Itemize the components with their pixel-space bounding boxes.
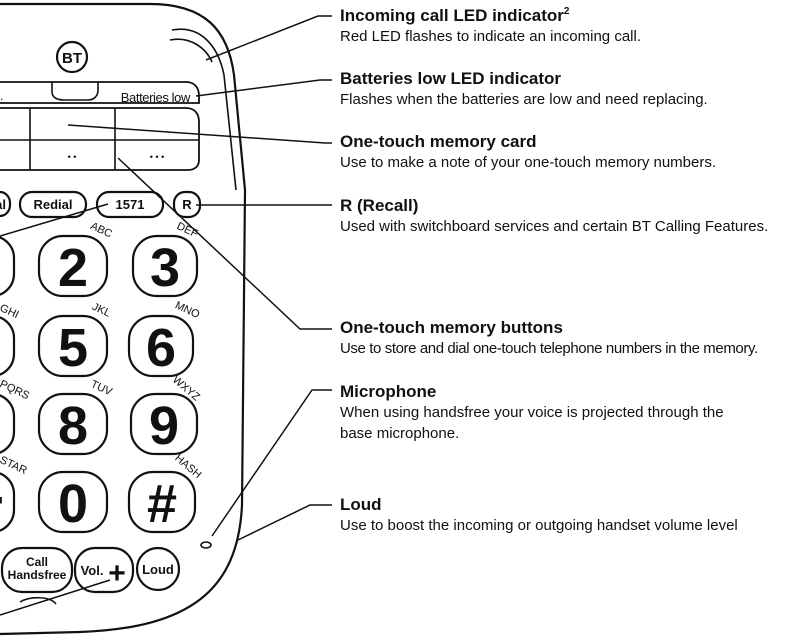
callout-microphone-title: Microphone xyxy=(340,382,437,401)
key-star-partial xyxy=(0,472,16,532)
key-6-digit[interactable]: 6 xyxy=(146,318,176,378)
star-letters: STAR xyxy=(0,454,29,477)
callout-recall-desc: Used with switchboard services and certa… xyxy=(340,218,769,235)
callout-memory-card-desc: Use to make a note of your one-touch mem… xyxy=(340,154,717,171)
phone-body-outline xyxy=(0,2,247,636)
display-notch xyxy=(51,82,99,101)
callout-recall-title: R (Recall) xyxy=(340,196,419,215)
code-button-outline xyxy=(95,190,165,219)
key-0-outline xyxy=(37,470,109,534)
key-9-outline xyxy=(129,392,199,456)
loud-button-outline xyxy=(135,546,181,592)
key-5-outline xyxy=(37,314,109,378)
key-3-digit[interactable]: 3 xyxy=(150,238,180,298)
memory-dots-left: • • xyxy=(68,152,77,162)
callout-memory-card-title: One-touch memory card xyxy=(340,132,537,151)
key-9-digit[interactable]: 9 xyxy=(149,396,179,456)
recall-button[interactable]: R xyxy=(182,197,192,212)
partial-button-outline xyxy=(0,190,12,218)
redial-button-outline xyxy=(18,190,88,219)
partial-button-label[interactable]: al xyxy=(0,197,6,212)
vol-plus-outline xyxy=(73,546,135,594)
leader-incoming-led xyxy=(205,15,332,61)
callout-loud-desc: Use to boost the incoming or outgoing ha… xyxy=(340,517,738,534)
key-7-partial xyxy=(0,394,16,454)
callout-incoming-led-title: Incoming call LED indicator xyxy=(340,6,564,25)
batteries-low-label: Batteries low xyxy=(121,90,191,105)
key-1-partial xyxy=(0,236,16,296)
callout-incoming-led-desc: Red LED flashes to indicate an incoming … xyxy=(340,28,641,45)
callout-memory-buttons-title: One-touch memory buttons xyxy=(340,318,563,337)
key-0-digit[interactable]: 0 xyxy=(58,474,88,534)
bt-logo-circle xyxy=(55,40,89,74)
callout-microphone: Microphone When using handsfree your voi… xyxy=(340,382,760,444)
vol-plus-sign[interactable]: + xyxy=(108,557,126,590)
leader-loud-2 xyxy=(237,504,332,541)
star-key-partial[interactable]: · xyxy=(0,476,7,525)
key-6-outline xyxy=(127,314,195,378)
code-1571-button[interactable]: 1571 xyxy=(116,197,145,212)
callout-incoming-led-footnote: 2 xyxy=(563,6,570,17)
key-5-digit[interactable]: 5 xyxy=(58,318,88,378)
leader-loud xyxy=(0,579,111,616)
key-hash-digit[interactable]: # xyxy=(147,474,177,534)
callout-microphone-desc: When using handsfree your voice is proje… xyxy=(340,404,724,442)
key-5-letters: JKL xyxy=(90,301,112,320)
loud-button[interactable]: Loud xyxy=(142,562,174,577)
callout-batteries-low-desc: Flashes when the batteries are low and n… xyxy=(340,91,708,108)
bottom-arc xyxy=(19,596,57,605)
leader-memory-buttons xyxy=(117,157,332,330)
leader-batteries-low xyxy=(195,79,332,97)
redial-button[interactable]: Redial xyxy=(33,197,72,212)
led-lens xyxy=(169,38,213,63)
callout-incoming-led: Incoming call LED indicator2 Red LED fla… xyxy=(340,6,790,47)
callout-recall: R (Recall) Used with switchboard service… xyxy=(340,196,790,237)
key-8-digit[interactable]: 8 xyxy=(58,396,88,456)
callout-memory-buttons-desc: Use to store and dial one-touch telephon… xyxy=(340,340,758,357)
leader-memory-card xyxy=(67,124,332,144)
memory-dots-right: • • • xyxy=(150,152,164,162)
callout-loud: Loud Use to boost the incoming or outgoi… xyxy=(340,495,790,536)
key-2-outline xyxy=(37,234,109,298)
display-mark: . xyxy=(0,89,3,103)
handsfree-label[interactable]: Handsfree xyxy=(8,568,67,582)
call-handsfree-outline xyxy=(0,546,74,594)
phone-inner-outline xyxy=(171,28,237,191)
key-8-outline xyxy=(37,392,109,456)
callout-memory-buttons: One-touch memory buttons Use to store an… xyxy=(340,318,790,359)
bt-logo: BT xyxy=(62,50,82,67)
microphone-hole xyxy=(200,541,212,549)
memory-card xyxy=(0,107,200,171)
vol-label[interactable]: Vol. xyxy=(81,563,104,578)
callout-memory-card: One-touch memory card Use to make a note… xyxy=(340,132,790,173)
key-hash-outline xyxy=(127,470,197,534)
key-2-digit[interactable]: 2 xyxy=(58,238,88,298)
call-label[interactable]: Call xyxy=(26,555,48,569)
key-hash-letters: HASH xyxy=(172,452,203,481)
callout-batteries-low-title: Batteries low LED indicator xyxy=(340,69,562,88)
leader-microphone xyxy=(211,389,332,537)
key-4-partial xyxy=(0,316,16,376)
callout-loud-title: Loud xyxy=(340,495,382,514)
leader-memory-buttons-2 xyxy=(0,203,109,237)
key-3-outline xyxy=(131,234,199,298)
callout-batteries-low: Batteries low LED indicator Flashes when… xyxy=(340,69,790,110)
